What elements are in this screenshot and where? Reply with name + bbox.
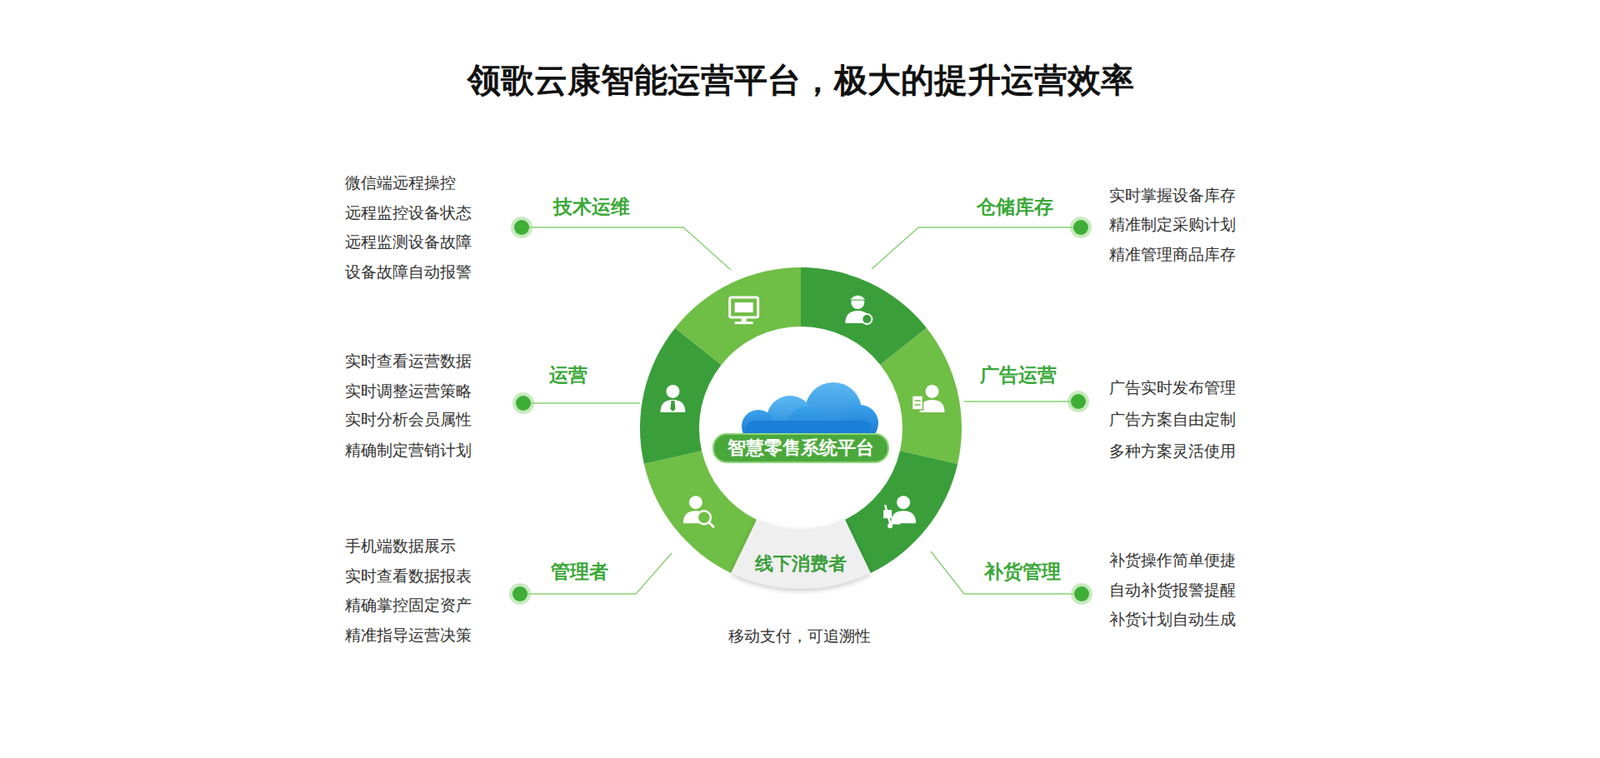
ring-segment (845, 450, 958, 574)
dot-halo (510, 216, 533, 239)
feature-item: 自动补货报警提醒 (1109, 580, 1236, 600)
ring (640, 267, 962, 574)
segment-icon (845, 295, 872, 325)
dot (515, 395, 531, 411)
feature-item: 设备故障自动报警 (345, 262, 472, 282)
leader-line (871, 227, 1081, 270)
feature-item: 实时掌握设备库存 (1109, 185, 1236, 205)
feature-item: 实时分析会员属性 (345, 410, 472, 430)
ring-segment (675, 267, 801, 365)
icon-part (861, 314, 872, 325)
feature-item: 实时查看数据报表 (345, 566, 472, 586)
leader-line (964, 400, 1079, 402)
segment-icon (730, 297, 759, 325)
leader-dots (509, 216, 1093, 605)
dot (1074, 586, 1090, 602)
badge-label: 智慧零售系统平台 (727, 437, 875, 460)
icon-part (883, 510, 892, 519)
ring-segment (644, 450, 757, 574)
icon-part (915, 400, 921, 402)
group-heading: 广告运营 (980, 364, 1057, 388)
icon-part (660, 400, 685, 413)
segment-fill (730, 520, 870, 590)
feature-item: 精准指导运营决策 (345, 625, 472, 645)
icon-part (665, 385, 680, 399)
icon-part (697, 510, 711, 525)
icon-part (735, 302, 754, 313)
feature-item: 精准制定采购计划 (1109, 215, 1236, 235)
dot-halo (1070, 583, 1093, 605)
icon-part (890, 510, 916, 524)
feature-item: 实时查看运营数据 (345, 351, 472, 371)
segment-label: 线下消费者 (755, 553, 847, 575)
icon-part (735, 321, 754, 325)
feature-item: 实时调整运营策略 (345, 381, 472, 401)
title: 领歌云康智能运营平台，极大的提升运营效率 (467, 60, 1135, 100)
leader-line (520, 553, 672, 595)
feature-item: 广告实时发布管理 (1109, 378, 1236, 398)
feature-item: 广告方案自由定制 (1109, 410, 1236, 430)
ring-segment (880, 328, 962, 465)
feature-item: 远程监控设备状态 (345, 203, 472, 223)
group-heading: 仓储库存 (976, 195, 1054, 220)
icon-part (730, 297, 759, 318)
icon-part (896, 495, 910, 510)
segment-icon (912, 385, 945, 413)
icon-part (849, 295, 866, 300)
leader-line (521, 227, 731, 270)
feature-item: 微信端远程操控 (345, 173, 456, 193)
dot-halo (1070, 216, 1092, 239)
dot-halo (1067, 390, 1090, 413)
feature-item: 手机端数据展示 (345, 536, 456, 556)
feature-item: 补货计划自动生成 (1109, 610, 1236, 630)
ring-segment-node: 线下消费者 (730, 518, 873, 592)
group-heading: 技术运维 (553, 195, 630, 220)
icon-part (709, 522, 715, 528)
dot (512, 586, 528, 602)
icon-part (925, 385, 940, 399)
leader-line (523, 402, 640, 404)
feature-item: 补货操作简单便捷 (1109, 550, 1236, 570)
feature-item: 精确制定营销计划 (345, 440, 472, 460)
dot-halo (509, 583, 531, 605)
segment-icon (683, 495, 715, 528)
group-heading: 管理者 (550, 560, 609, 585)
feature-item: 精确掌控固定资产 (345, 595, 472, 615)
icon-part (689, 495, 703, 510)
segment-icon (883, 495, 916, 529)
icon-part (670, 400, 675, 412)
feature-item: 精准管理商品库存 (1109, 245, 1236, 265)
icon-part (915, 404, 921, 406)
icon-part (912, 395, 924, 410)
feature-item: 远程监测设备故障 (345, 232, 472, 252)
icon-part (887, 523, 893, 529)
platform-badge: 智慧零售系统平台 (712, 433, 890, 464)
dot (514, 220, 530, 235)
group-heading: 运营 (549, 364, 588, 388)
leader-line (930, 551, 1082, 595)
caption-note: 移动支付，可追溯性 (728, 626, 871, 646)
dot (1070, 394, 1086, 410)
feature-item: 多种方案灵活使用 (1109, 441, 1236, 461)
leader-lines (520, 227, 1082, 595)
group-heading: 补货管理 (984, 560, 1061, 585)
segment-icon (660, 385, 685, 413)
dot (1073, 220, 1089, 235)
dot-halo (512, 392, 535, 415)
